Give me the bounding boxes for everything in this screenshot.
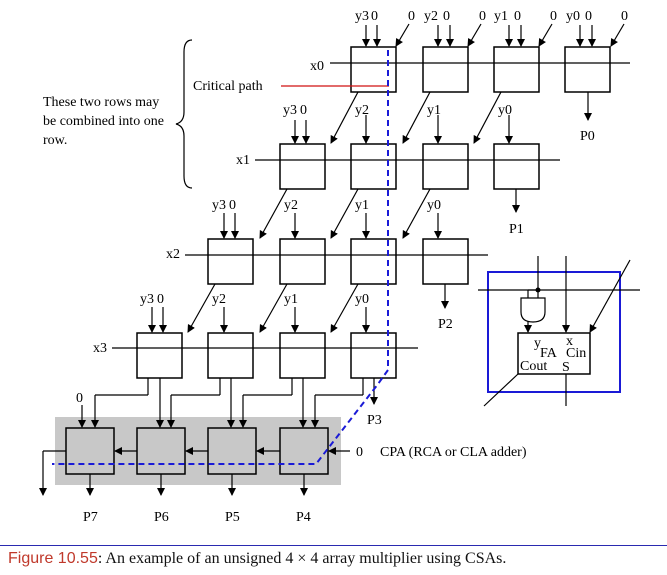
y-label: y3 xyxy=(355,9,369,24)
cell-r3-c3 xyxy=(350,332,397,379)
y-label: y0 xyxy=(427,198,441,213)
svg-text:0: 0 xyxy=(408,9,415,24)
y-label: y0 xyxy=(498,103,512,118)
array-multiplier-diagram: y3 0 0 y2 0 0 y1 0 0 y0 0 0 y3 0 y2 y1 y… xyxy=(39,9,640,525)
svg-text:0: 0 xyxy=(371,9,378,24)
x-label: x2 xyxy=(166,247,180,262)
detail-fa-label: FA xyxy=(540,346,558,361)
x-label: x1 xyxy=(236,153,250,168)
output-label: P6 xyxy=(154,510,169,525)
x-label: x3 xyxy=(93,341,107,356)
detail-y-label: y xyxy=(534,336,541,351)
y-inputs-row2: y3 0 y2 y1 y0 xyxy=(212,198,441,213)
y-label: y1 xyxy=(355,198,369,213)
y-label: y2 xyxy=(424,9,438,24)
svg-text:0: 0 xyxy=(300,103,307,118)
y-label: y0 xyxy=(355,292,369,307)
cell-row-1 xyxy=(279,143,540,190)
svg-text:0: 0 xyxy=(550,9,557,24)
cell-row-0 xyxy=(350,46,611,93)
y-label: y1 xyxy=(427,103,441,118)
cell-r0-c1 xyxy=(422,46,469,93)
figure-label: Figure 10.55 xyxy=(8,550,98,567)
combine-note-line-1: These two rows may xyxy=(43,95,159,110)
y-inputs-row1: y3 0 y2 y1 y0 xyxy=(283,103,512,118)
output-label: P5 xyxy=(225,510,240,525)
svg-text:0: 0 xyxy=(585,9,592,24)
svg-text:0: 0 xyxy=(621,9,628,24)
detail-s-label: S xyxy=(562,360,570,375)
detail-cin-label: Cin xyxy=(566,346,586,361)
y-inputs-row0: y3 0 0 y2 0 0 y1 0 0 y0 0 0 xyxy=(355,9,628,24)
cell-r2-c1 xyxy=(279,238,326,285)
y-label: y3 xyxy=(212,198,226,213)
svg-text:0: 0 xyxy=(157,292,164,307)
zero-label: 0 xyxy=(356,445,363,460)
y-label: y2 xyxy=(212,292,226,307)
x-label: x0 xyxy=(310,59,324,74)
y-label: y3 xyxy=(283,103,297,118)
cell-r1-c0 xyxy=(279,143,326,190)
output-label: P3 xyxy=(367,413,382,428)
cpa-cell-0 xyxy=(65,427,115,475)
output-label: P7 xyxy=(83,510,98,525)
cpa-row xyxy=(65,427,329,475)
wiring xyxy=(39,23,630,496)
cell-detail: y x FA Cin Cout S xyxy=(478,256,640,407)
y-label: y1 xyxy=(284,292,298,307)
cell-r1-c2 xyxy=(422,143,469,190)
critical-path-line xyxy=(52,50,389,465)
cpa-cell-2 xyxy=(207,427,257,475)
y-label: y2 xyxy=(355,103,369,118)
y-label: y2 xyxy=(284,198,298,213)
output-label: P4 xyxy=(296,510,311,525)
y-label: y3 xyxy=(140,292,154,307)
cell-r3-c0 xyxy=(136,332,183,379)
combine-note-line-3: row. xyxy=(43,133,67,148)
output-label: P0 xyxy=(580,129,595,144)
cell-r0-c0 xyxy=(350,46,397,93)
svg-text:0: 0 xyxy=(229,198,236,213)
cell-row-2 xyxy=(207,238,469,285)
cpa-label: CPA (RCA or CLA adder) xyxy=(380,445,527,460)
detail-x-label: x xyxy=(566,334,573,349)
y-label: y0 xyxy=(566,9,580,24)
cpa-cell-3 xyxy=(279,427,329,475)
svg-text:0: 0 xyxy=(514,9,521,24)
cell-r3-c2 xyxy=(279,332,326,379)
detail-cout-label: Cout xyxy=(520,359,547,374)
cell-r0-c3 xyxy=(564,46,611,93)
svg-text:0: 0 xyxy=(479,9,486,24)
cpa-cell-1 xyxy=(136,427,186,475)
combine-note-line-2: be combined into one xyxy=(43,114,164,129)
cell-r1-c1 xyxy=(350,143,397,190)
figure-caption: Figure 10.55: An example of an unsigned … xyxy=(0,545,667,575)
output-label: P1 xyxy=(509,222,524,237)
output-label: P2 xyxy=(438,317,453,332)
y-label: y1 xyxy=(494,9,508,24)
cell-r0-c2 xyxy=(493,46,540,93)
cell-r3-c1 xyxy=(207,332,254,379)
critical-path-label: Critical path xyxy=(193,79,263,94)
cell-r2-c2 xyxy=(350,238,397,285)
svg-text:0: 0 xyxy=(443,9,450,24)
cell-r1-c3 xyxy=(493,143,540,190)
cell-r2-c0 xyxy=(207,238,254,285)
figure-text: : An example of an unsigned 4 × 4 array … xyxy=(97,550,507,567)
cell-row-3 xyxy=(136,332,397,379)
y-inputs-row3: y3 0 y2 y1 y0 xyxy=(140,292,369,307)
zero-label: 0 xyxy=(76,391,83,406)
cell-r2-c3 xyxy=(422,238,469,285)
